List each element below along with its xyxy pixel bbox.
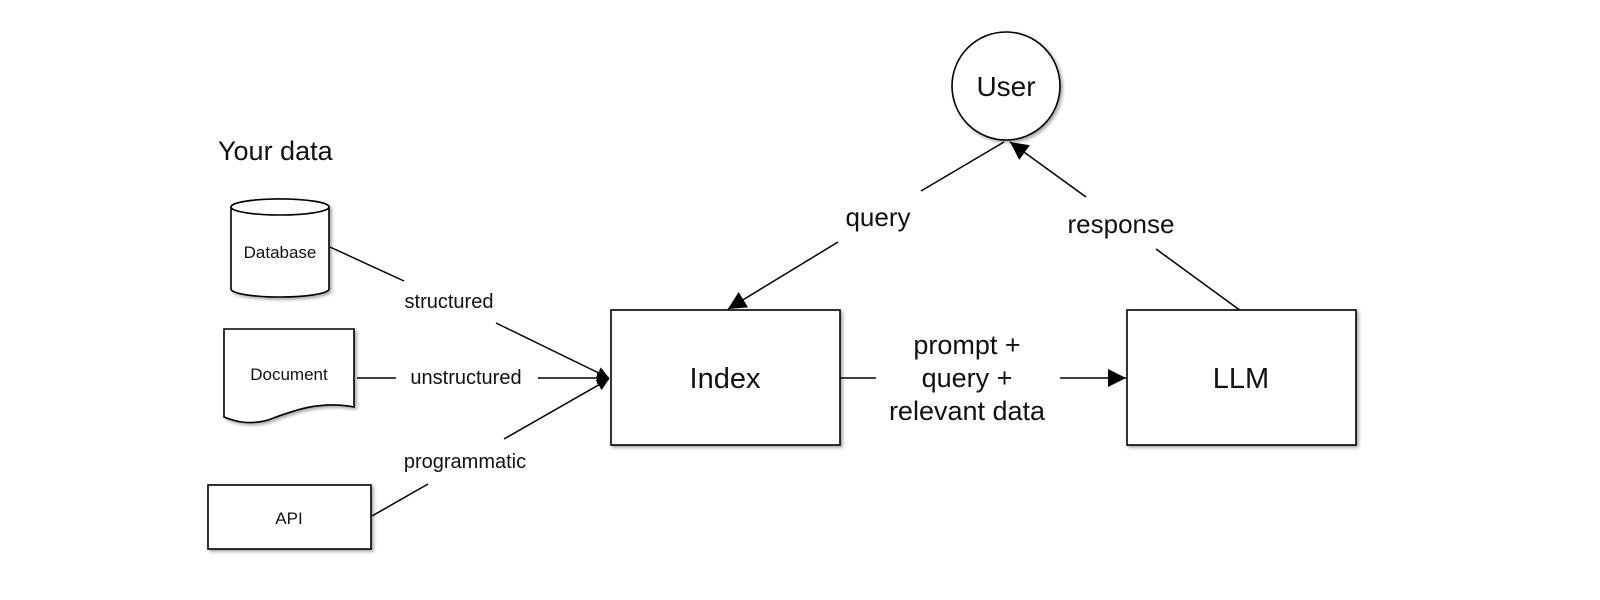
database-node <box>230 198 330 298</box>
database-label: Database <box>244 243 317 262</box>
edges <box>329 141 1242 517</box>
edge-database-index-arrow <box>495 322 610 379</box>
query-label: query <box>845 202 910 232</box>
user-label: User <box>976 71 1035 102</box>
edge-query-index-arrow <box>727 241 839 310</box>
document-label: Document <box>250 365 328 384</box>
llm-label: LLM <box>1213 363 1269 395</box>
prompt-label-line-2: query + <box>922 363 1013 393</box>
document-icon <box>223 328 355 424</box>
programmatic-label: programmatic <box>404 451 526 473</box>
document-node <box>223 328 355 424</box>
edge-database-index <box>329 246 405 282</box>
structured-label: structured <box>405 291 494 313</box>
index-label: Index <box>690 363 761 395</box>
index-node <box>610 309 841 446</box>
prompt-label-line-1: prompt + <box>913 330 1020 360</box>
edge-api-index <box>371 483 429 517</box>
database-top <box>230 198 330 216</box>
edge-response-user-arrow <box>1009 141 1087 198</box>
edge-api-index-arrow <box>503 378 610 440</box>
prompt-label-line-3: relevant data <box>889 396 1046 426</box>
edge-user-query <box>920 141 1005 192</box>
api-label: API <box>275 509 302 528</box>
llm-node <box>1126 309 1357 446</box>
response-label: response <box>1068 209 1175 239</box>
user-node <box>951 31 1061 141</box>
edge-llm-response <box>1155 248 1242 312</box>
api-node <box>207 484 372 550</box>
your-data-title: Your data <box>218 136 334 166</box>
unstructured-label: unstructured <box>410 367 521 389</box>
